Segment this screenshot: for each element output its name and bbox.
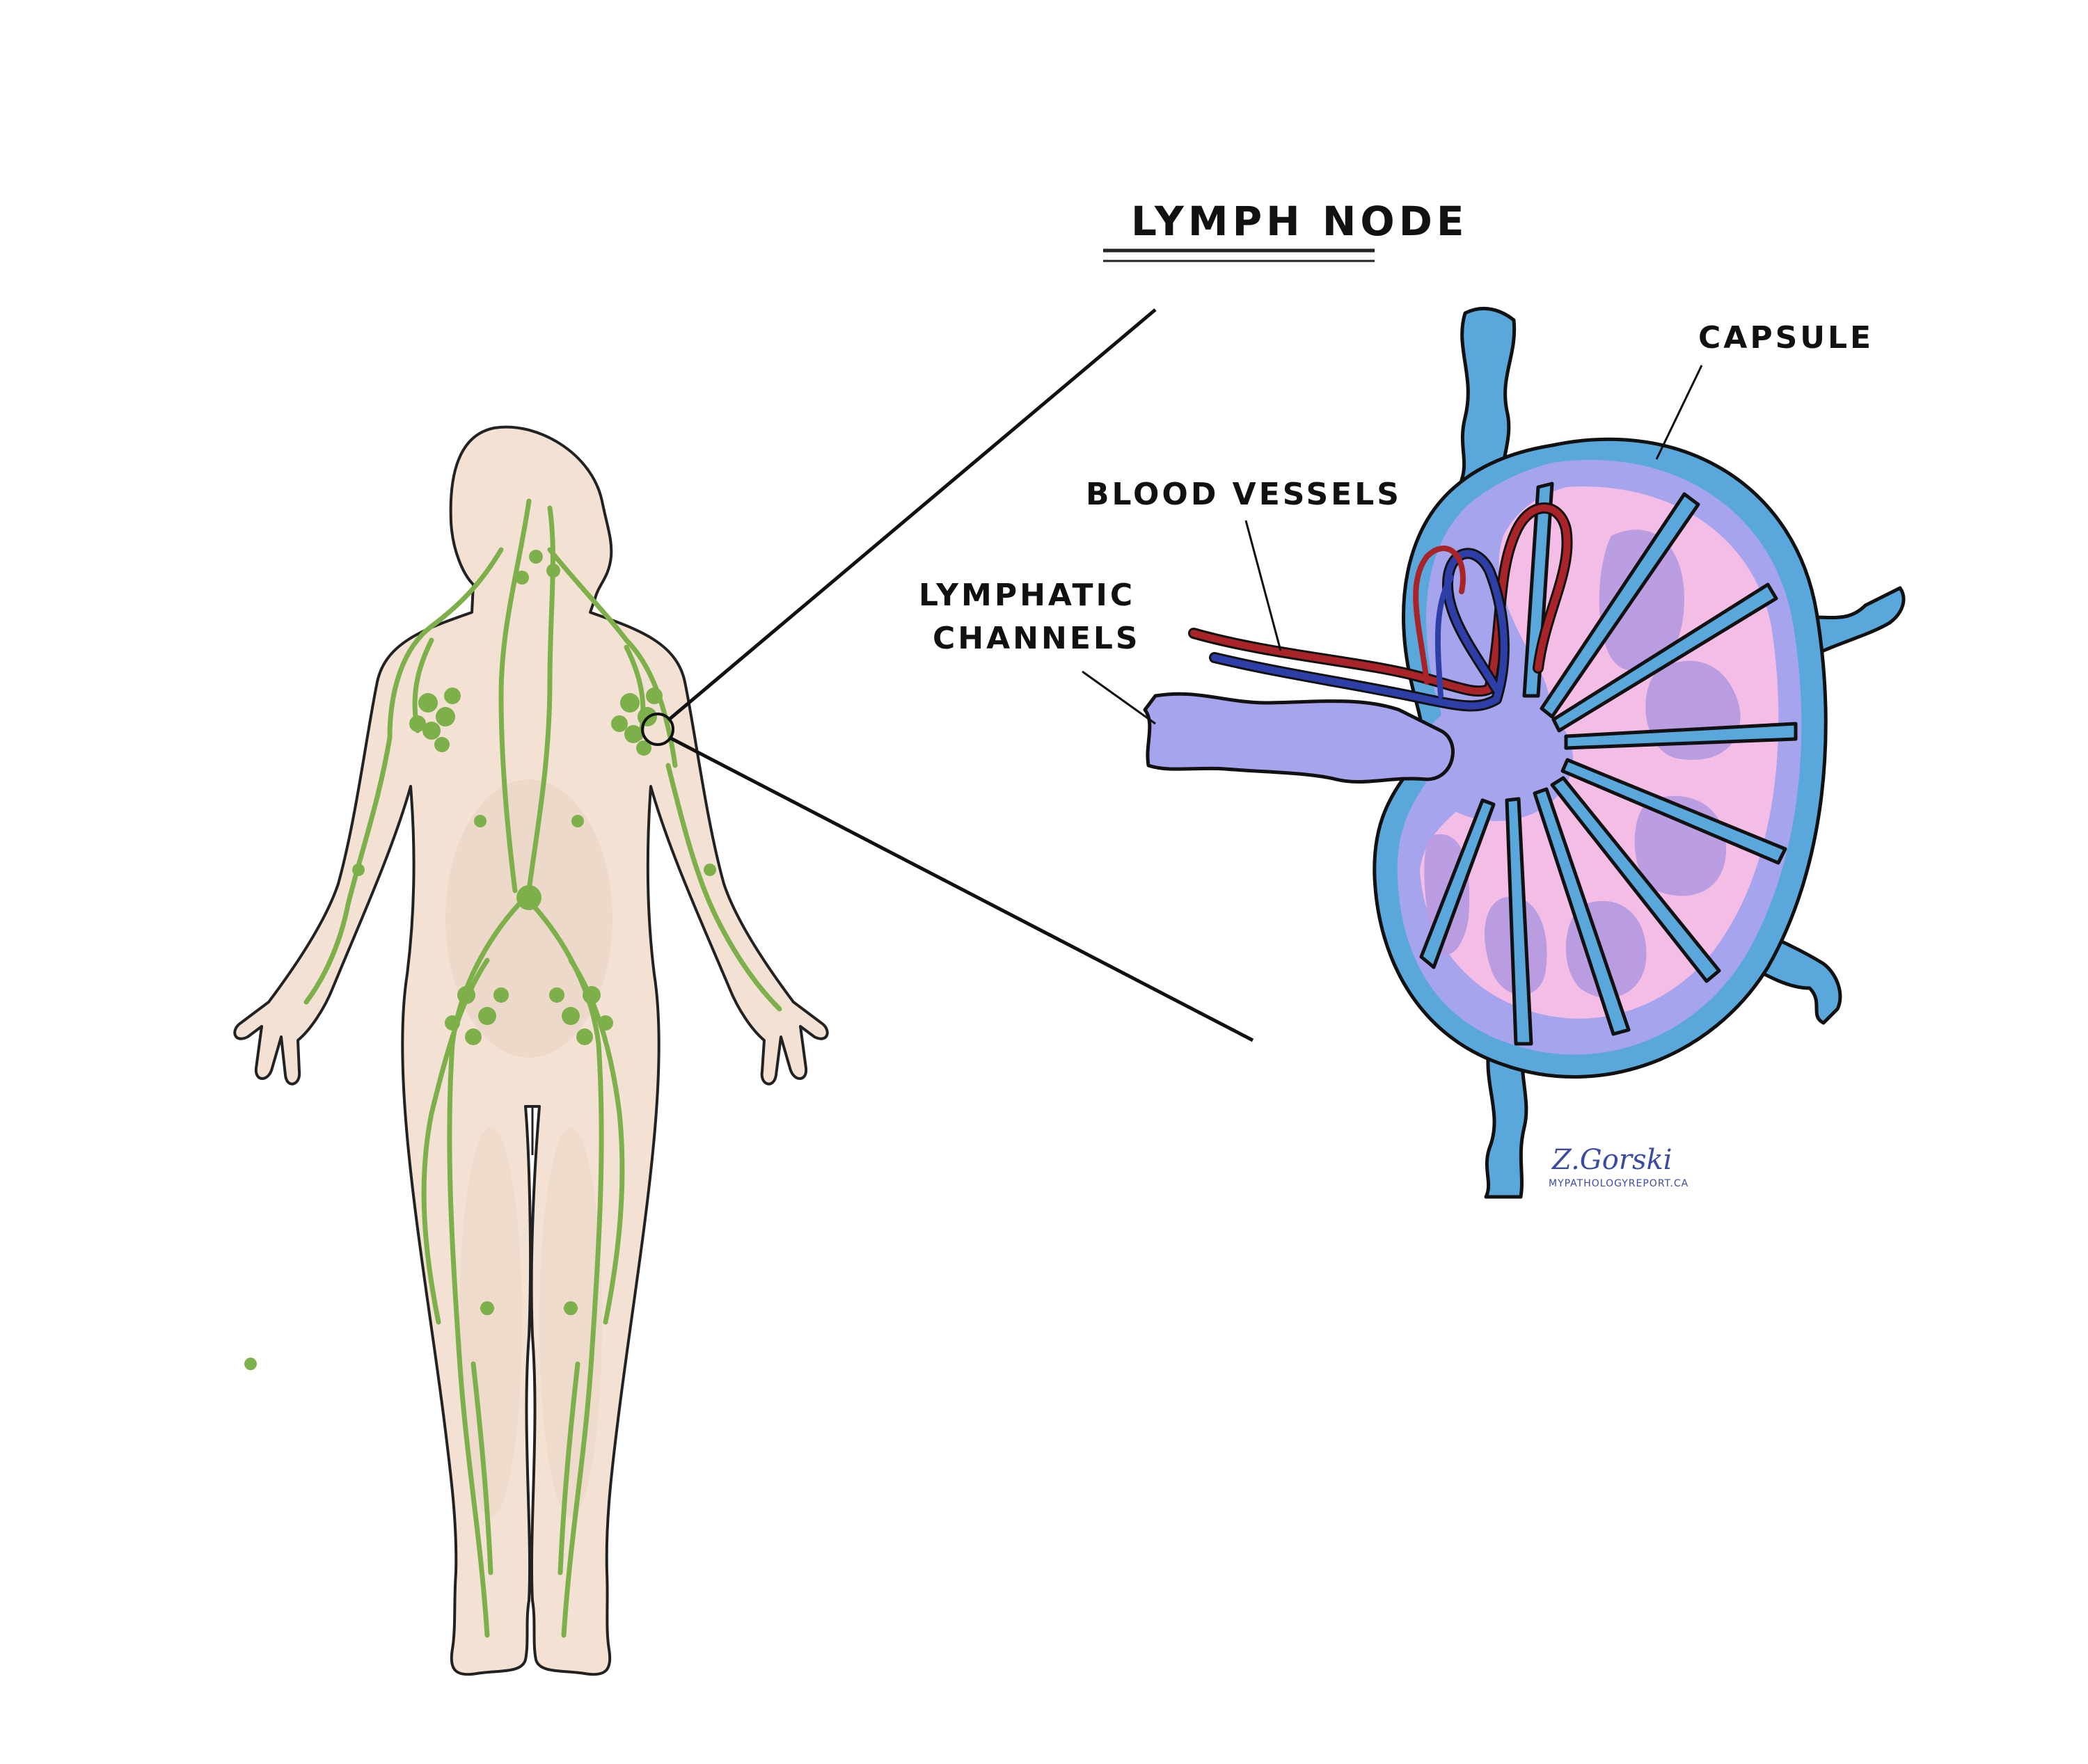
artist-signature: Z.Gorski [1551,1144,1672,1176]
label-leaders [1082,365,1703,725]
label-lymphatic-channels-line1: LYMPHATIC [919,578,1135,613]
label-blood-vessels: BLOOD VESSELS [1086,477,1402,512]
diagram-title: LYMPH NODE [1131,198,1469,245]
label-capsule: CAPSULE [1698,320,1874,356]
label-lymphatic-channels-line2: CHANNELS [933,621,1141,656]
signature-website: MYPATHOLOGYREPORT.CA [1549,1178,1688,1189]
human-body-figure [233,425,829,1676]
trabeculae [1419,482,1798,1046]
lymph-node-clusters [244,550,716,1370]
lymphatic-channel-left [1143,692,1455,784]
lymph-node-detail [1143,306,1906,1199]
magnification-circle [641,713,674,746]
lymphatic-vessels [303,498,782,1638]
blood-vessels [1188,502,1573,712]
zoom-lines [667,308,1254,1042]
central-sinus [1420,696,1573,821]
